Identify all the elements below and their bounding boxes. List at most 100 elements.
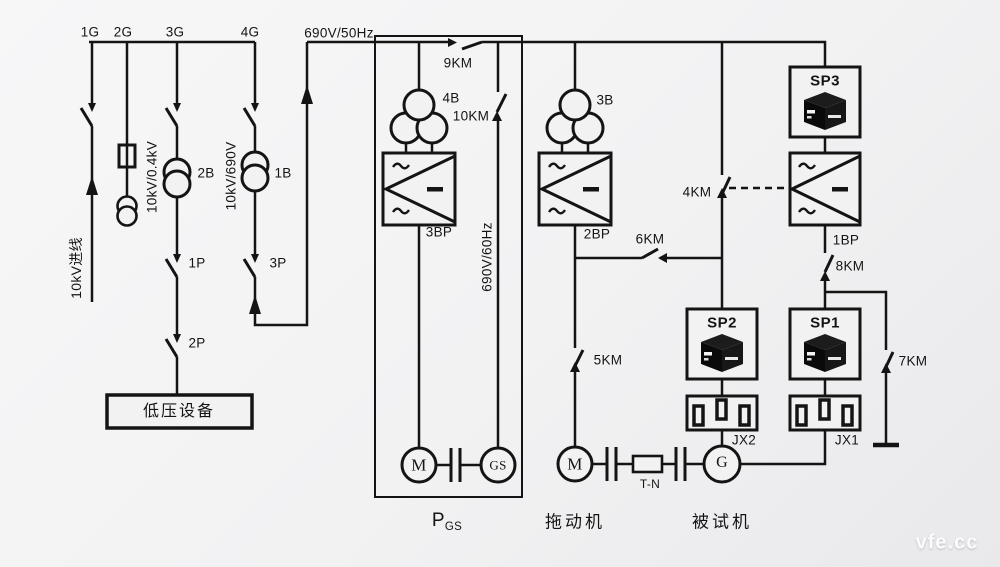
feeder-2g-label: 2G	[113, 24, 133, 40]
sw-8km-label: 8KM	[835, 258, 865, 274]
xfmr-4b-label: 4B	[442, 90, 460, 106]
feeder-1g-label: 1G	[80, 24, 100, 40]
conv-2bp-label: 2BP	[583, 226, 611, 242]
switch-9km-blade	[461, 40, 483, 51]
pgs-main: P	[431, 509, 445, 531]
test-machine-label: 被试机	[692, 512, 752, 532]
analyzer-sp1-box	[788, 307, 862, 381]
test-generator-circle	[702, 444, 742, 484]
analyzer-sp2-box	[685, 307, 759, 381]
feeder-4g-label: 4G	[240, 24, 260, 40]
xfmr-1b-label: 1B	[274, 165, 292, 181]
sw-6km-label: 6KM	[635, 231, 665, 247]
components	[105, 35, 862, 498]
sp2-label: SP2	[707, 314, 737, 332]
switch-3p-blade	[242, 258, 257, 278]
pgs-coupling	[449, 448, 462, 482]
junction-box-jx2	[685, 394, 759, 432]
sw-2p-label: 2P	[188, 335, 206, 351]
generator-gs-circle	[479, 446, 517, 484]
contacts-and-arrows	[86, 38, 891, 373]
flow-arrow-riser	[301, 85, 313, 104]
conv-3bp-label: 3BP	[425, 224, 453, 240]
conv-1bp-label: 1BP	[832, 232, 860, 248]
xfmr-3b-label: 3B	[596, 92, 614, 108]
incoming-10kv-label: 10kV进线	[68, 237, 84, 299]
contact-5km	[570, 362, 580, 372]
contact-7km	[881, 363, 891, 373]
contact-1p	[173, 254, 181, 263]
sw-9km-label: 9KM	[443, 55, 473, 71]
dc-symbol	[583, 187, 599, 192]
lv-equipment-label: 低压设备	[142, 403, 216, 420]
test-gen-letter: G	[716, 454, 728, 471]
contact-1g	[88, 103, 96, 112]
jx1-label: JX1	[834, 432, 860, 448]
pgs-enclosure	[374, 35, 523, 498]
bus-690v-50hz	[307, 40, 827, 67]
contact-9km	[448, 38, 457, 47]
analyzer-sp3-box	[788, 65, 862, 139]
contact-4km	[717, 188, 727, 198]
dc-symbol	[427, 187, 443, 192]
sw-3p-label: 3P	[269, 255, 287, 271]
bus-50hz-label: 690V/50Hz	[304, 25, 374, 41]
transformer-1b	[240, 150, 270, 193]
pgs-label: PGS	[432, 511, 462, 534]
torque-tn-label: T-N	[639, 477, 661, 491]
shaft-couplings	[605, 447, 687, 481]
switch-10km-blade	[495, 93, 508, 113]
ratio-1b-label: 10kV/690V	[223, 141, 239, 211]
drag-motor-letter: M	[567, 454, 583, 474]
flow-arrow-3p	[249, 295, 261, 314]
feeder-3g-label: 3G	[165, 24, 185, 40]
flow-arrow-incoming	[86, 176, 98, 195]
watermark: vfe.cc	[915, 531, 979, 554]
contact-8km	[820, 271, 830, 281]
drag-motor-circle	[556, 445, 594, 483]
transformer-3b	[545, 88, 605, 145]
switch-2p-blade	[164, 338, 179, 358]
motor-m-pgs-letter: M	[411, 455, 427, 475]
converter-2bp	[537, 151, 613, 227]
sw-4km-label: 4KM	[682, 184, 712, 200]
sw-5km-label: 5KM	[593, 352, 623, 368]
switch-6km-blade	[641, 247, 659, 260]
xfmr-2b-label: 2B	[197, 165, 215, 181]
bus-60hz-label: 690V/60Hz	[479, 222, 495, 292]
sw-10km-label: 10KM	[452, 108, 490, 124]
switch-4g-blade	[242, 107, 257, 127]
lv-equipment-box	[105, 393, 254, 430]
contact-10km	[492, 111, 502, 121]
fuse-2g	[117, 143, 137, 169]
sp3-label: SP3	[810, 72, 840, 90]
jx2-label: JX2	[731, 432, 757, 448]
switch-3g-blade	[164, 107, 179, 127]
torque-transducer	[631, 454, 664, 474]
transformer-4b	[389, 88, 449, 145]
contact-3g	[173, 103, 181, 112]
branch-7km	[825, 290, 888, 445]
transformer-2b	[162, 157, 192, 199]
switch-1g-blade	[79, 107, 94, 127]
switch-1p-blade	[164, 258, 179, 278]
ratio-2b-label: 10kV/0.4kV	[144, 140, 160, 214]
instrument-xfmr-2g	[116, 195, 138, 227]
sw-7km-label: 7KM	[898, 353, 928, 369]
junction-box-jx1	[788, 394, 862, 432]
converter-3bp	[381, 151, 457, 227]
switch-8km-blade	[823, 254, 835, 273]
gen-to-jx1	[740, 430, 827, 466]
sp1-label: SP1	[810, 314, 840, 332]
contact-2p	[173, 334, 181, 343]
sw-1p-label: 1P	[188, 255, 206, 271]
contact-4g	[251, 103, 259, 112]
dc-symbol	[832, 187, 848, 192]
drag-machine-label: 拖动机	[545, 512, 605, 532]
switch-blades	[79, 40, 895, 370]
pgs-sub: GS	[444, 520, 463, 533]
motor-m-pgs-circle	[400, 446, 438, 484]
converter-1bp	[788, 151, 862, 227]
